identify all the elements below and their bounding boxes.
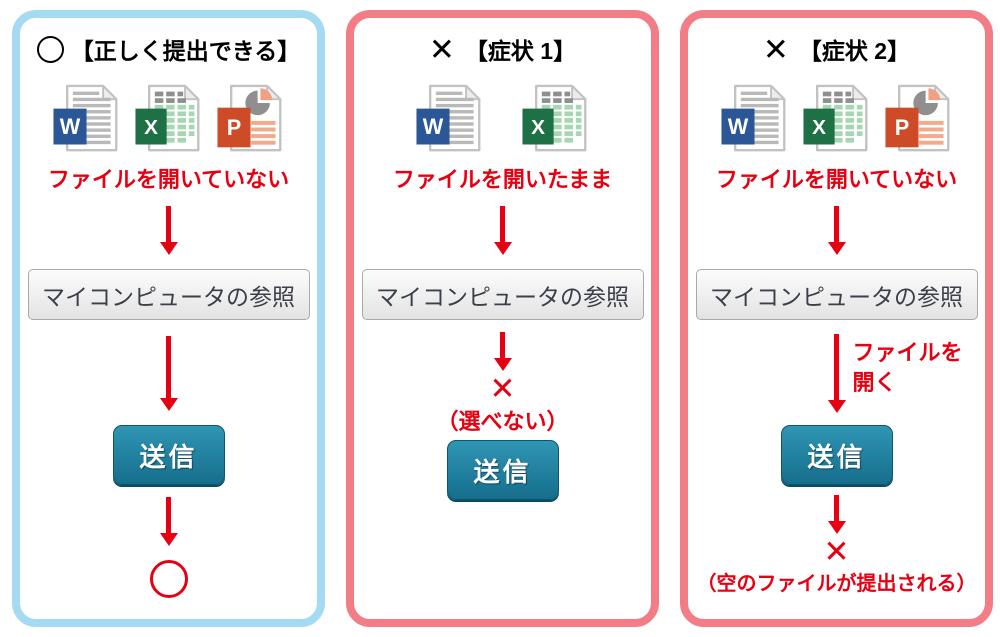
- fail-x-mark-icon: ✕: [489, 371, 516, 406]
- down-arrow-icon: [159, 336, 178, 411]
- arrow-label-line1: ファイルを: [852, 340, 963, 365]
- fail-caption: （選べない）: [436, 409, 569, 434]
- browse-my-computer-button[interactable]: マイコンピュータの参照: [361, 269, 644, 320]
- svg-text:P: P: [894, 115, 909, 140]
- success-circle-icon: [149, 560, 188, 598]
- svg-text:W: W: [727, 114, 748, 139]
- circle-mark-icon: [36, 35, 64, 63]
- powerpoint-file-icon: P: [884, 83, 953, 155]
- x-mark-icon: ✕: [762, 31, 789, 67]
- file-state-label: ファイルを開いていない: [715, 167, 958, 192]
- down-arrow-icon: [827, 334, 846, 413]
- down-arrow-icon: [827, 206, 846, 255]
- panel-title-text: 【症状 2】: [798, 38, 911, 64]
- panel-symptom-2: ✕ 【症状 2】 W X P ファイルを開いていない マイコンピュータの参照 フ…: [680, 10, 993, 627]
- send-button[interactable]: 送信: [446, 440, 559, 500]
- send-button[interactable]: 送信: [112, 425, 225, 485]
- file-icons-row: W X P: [52, 82, 285, 156]
- send-button[interactable]: 送信: [780, 425, 893, 485]
- word-file-icon: W: [720, 83, 789, 155]
- arrow-side-label: ファイルを 開く: [853, 338, 963, 397]
- down-arrow-icon: [159, 497, 178, 546]
- excel-file-icon: X: [134, 83, 203, 155]
- browse-my-computer-button[interactable]: マイコンピュータの参照: [27, 269, 310, 320]
- down-arrow-icon: [159, 206, 178, 255]
- panel-symptom-1: ✕ 【症状 1】 W X ファイルを開いたまま マイコンピュータの参照 ✕ （選…: [346, 10, 659, 627]
- svg-text:X: X: [812, 116, 826, 139]
- file-icons-row: W X P: [720, 82, 953, 156]
- word-file-icon: W: [52, 83, 121, 155]
- svg-text:X: X: [144, 116, 158, 139]
- svg-text:W: W: [422, 114, 443, 139]
- down-arrow-icon: [493, 206, 512, 255]
- panel-title: ✕ 【症状 2】: [763, 32, 910, 66]
- x-mark-icon: ✕: [428, 31, 455, 67]
- down-arrow-icon: [827, 495, 846, 534]
- file-state-label: ファイルを開いたまま: [392, 167, 613, 192]
- file-icons-row: W X: [415, 82, 590, 156]
- panel-title: ✕ 【症状 1】: [429, 32, 576, 66]
- word-file-icon: W: [415, 83, 484, 155]
- panel-title-text: 【症状 1】: [464, 38, 577, 64]
- fail-caption: （空のファイルが提出される）: [696, 573, 977, 595]
- svg-text:P: P: [226, 115, 241, 140]
- browse-my-computer-button[interactable]: マイコンピュータの参照: [695, 269, 978, 320]
- excel-file-icon: X: [521, 83, 590, 155]
- svg-text:X: X: [531, 116, 545, 139]
- arrow-label-line2: 開く: [852, 369, 897, 395]
- fail-x-mark-icon: ✕: [823, 534, 850, 569]
- powerpoint-file-icon: P: [216, 83, 285, 155]
- file-state-label: ファイルを開いていない: [47, 167, 290, 192]
- labeled-arrow: ファイルを 開く: [688, 334, 985, 413]
- panel-title: 【正しく提出できる】: [36, 32, 301, 66]
- excel-file-icon: X: [802, 83, 871, 155]
- panel-correct-submission: 【正しく提出できる】 W X P ファイルを開いていない マイコンピュータの参照…: [12, 10, 325, 627]
- svg-text:W: W: [59, 114, 80, 139]
- down-arrow-icon: [493, 332, 512, 371]
- panel-title-text: 【正しく提出できる】: [70, 38, 301, 64]
